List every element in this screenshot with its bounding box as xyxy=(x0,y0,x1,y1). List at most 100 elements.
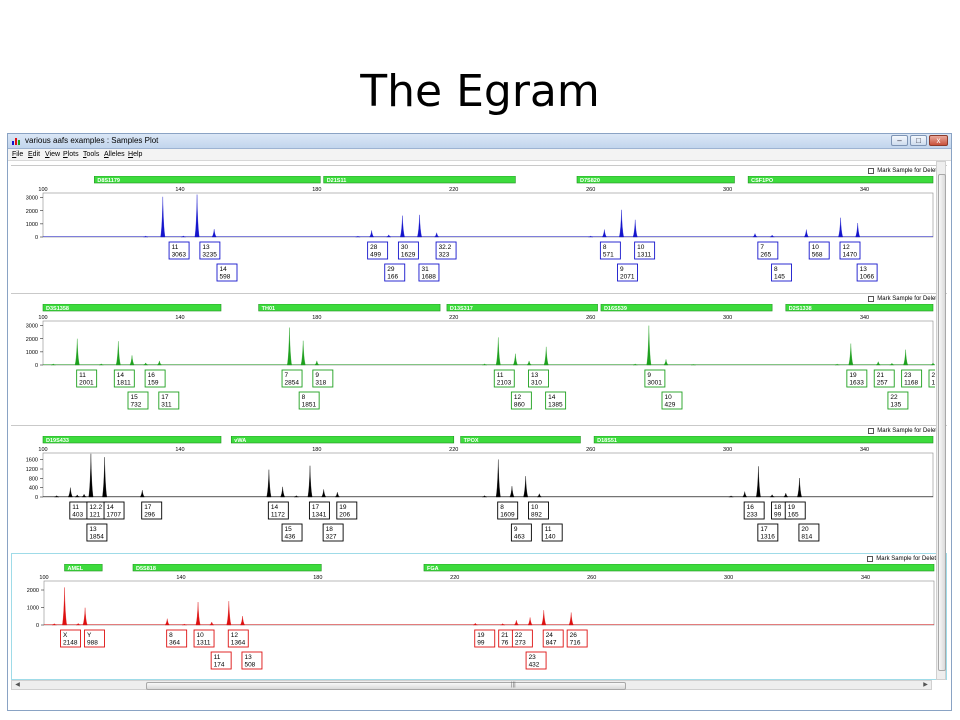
allele-label-box xyxy=(241,651,263,670)
plot-area xyxy=(42,320,934,366)
allele-height: 154 xyxy=(932,380,936,387)
menu-help[interactable]: Help xyxy=(128,151,143,158)
x-tick-label: 340 xyxy=(860,315,869,321)
allele-label-box xyxy=(928,369,935,388)
menu-alleles[interactable]: Alleles xyxy=(104,151,125,158)
allele-height: 847 xyxy=(546,640,557,647)
allele-call: 8 xyxy=(774,266,778,273)
peak xyxy=(369,230,375,238)
allele-label-box xyxy=(493,369,515,388)
allele-height: 860 xyxy=(514,402,525,409)
allele-height: 135 xyxy=(890,402,901,409)
allele-call: 10 xyxy=(197,632,205,639)
allele-call: 19 xyxy=(788,504,796,511)
allele-label-box xyxy=(511,629,533,648)
allele-height: 233 xyxy=(747,512,758,519)
allele-height: 1854 xyxy=(89,534,104,541)
allele-label-box xyxy=(216,263,238,282)
scroll-left-icon[interactable]: ◀ xyxy=(15,682,20,688)
allele-label-box xyxy=(771,263,792,282)
allele-call: 16 xyxy=(747,504,755,511)
vertical-scrollbar[interactable] xyxy=(936,161,946,680)
close-button[interactable]: x xyxy=(929,135,948,146)
allele-call: 20 xyxy=(801,526,809,533)
menu-edit[interactable]: Edit xyxy=(28,151,41,158)
horizontal-scroll-thumb[interactable]: ||| xyxy=(146,682,626,690)
allele-height: 571 xyxy=(603,252,614,259)
allele-call: 10 xyxy=(637,244,645,251)
allele-label-box xyxy=(542,629,564,648)
allele-height: 2854 xyxy=(285,380,300,387)
menu-view[interactable]: View xyxy=(45,151,61,158)
allele-call: 10 xyxy=(665,394,673,401)
allele-height: 988 xyxy=(87,640,98,647)
allele-call: 29 xyxy=(387,266,395,273)
checkbox-box[interactable] xyxy=(868,296,875,302)
x-tick-label: 300 xyxy=(723,187,732,193)
allele-height: 1707 xyxy=(107,512,122,519)
mark-deletion-checkbox[interactable]: Mark Sample for Deletion xyxy=(868,427,945,435)
maximize-button[interactable]: □ xyxy=(910,135,927,146)
allele-label-box xyxy=(784,501,806,520)
peak xyxy=(164,618,170,626)
allele-height: 76 xyxy=(501,640,509,647)
allele-height: 2071 xyxy=(620,274,635,281)
allele-label-box xyxy=(418,263,440,282)
mark-deletion-checkbox[interactable]: Mark Sample for Deletion xyxy=(868,167,945,175)
peak xyxy=(287,327,292,366)
allele-label-box xyxy=(193,629,215,648)
x-tick-label: 140 xyxy=(175,447,184,453)
allele-height: 1311 xyxy=(197,640,211,647)
scroll-right-icon[interactable]: ▶ xyxy=(923,682,928,688)
menu-tools[interactable]: Tools xyxy=(83,151,100,158)
app-icon xyxy=(12,138,20,145)
mark-deletion-checkbox[interactable]: Mark Sample for Deletion xyxy=(867,555,944,563)
allele-height: 311 xyxy=(161,402,172,409)
allele-label-box xyxy=(525,651,547,670)
allele-label-box xyxy=(474,629,496,648)
locus-bar xyxy=(423,564,935,572)
allele-call: 17 xyxy=(161,394,169,401)
menu-file[interactable]: File xyxy=(12,151,24,158)
peak xyxy=(307,465,313,498)
x-tick-label: 220 xyxy=(449,315,458,321)
allele-call: 15 xyxy=(285,526,293,533)
peak xyxy=(646,325,652,366)
allele-height: 429 xyxy=(665,402,676,409)
allele-height: 364 xyxy=(169,640,180,647)
checkbox-box[interactable] xyxy=(867,556,874,562)
locus-name: D8S1179 xyxy=(97,178,120,184)
allele-call: 19 xyxy=(339,504,347,511)
allele-call: 9 xyxy=(514,526,518,533)
vertical-scroll-thumb[interactable] xyxy=(938,174,946,671)
allele-call: 11 xyxy=(79,372,86,379)
allele-height: 121 xyxy=(89,512,100,519)
allele-call: 8 xyxy=(500,504,504,511)
locus-name: TH01 xyxy=(262,306,275,312)
locus-bar xyxy=(230,436,455,444)
window-titlebar[interactable]: various aafs examples : Samples Plot – □… xyxy=(8,134,951,149)
allele-call: 17 xyxy=(144,504,152,511)
allele-call: 12.2 xyxy=(89,504,102,511)
checkbox-box[interactable] xyxy=(868,428,875,434)
allele-height: 145 xyxy=(774,274,785,281)
window-title: various aafs examples : Samples Plot xyxy=(25,136,159,145)
locus-bar xyxy=(747,176,934,184)
allele-label-box xyxy=(743,501,765,520)
locus-name: D3S1358 xyxy=(46,306,69,312)
grip-icon: ||| xyxy=(511,682,516,688)
locus-name: D5S818 xyxy=(136,566,156,572)
locus-bar xyxy=(42,304,222,312)
allele-label-box xyxy=(497,501,519,520)
allele-call: 11 xyxy=(172,244,179,251)
menu-plots[interactable]: Plots xyxy=(63,151,79,158)
checkbox-box[interactable] xyxy=(868,168,875,174)
allele-height: 159 xyxy=(148,380,159,387)
mark-deletion-checkbox[interactable]: Mark Sample for Deletion xyxy=(868,295,945,303)
minimize-button[interactable]: – xyxy=(891,135,908,146)
horizontal-scrollbar[interactable]: ◀ ||| ▶ xyxy=(11,680,932,690)
allele-label-box xyxy=(199,241,221,260)
x-tick-label: 140 xyxy=(176,575,185,581)
